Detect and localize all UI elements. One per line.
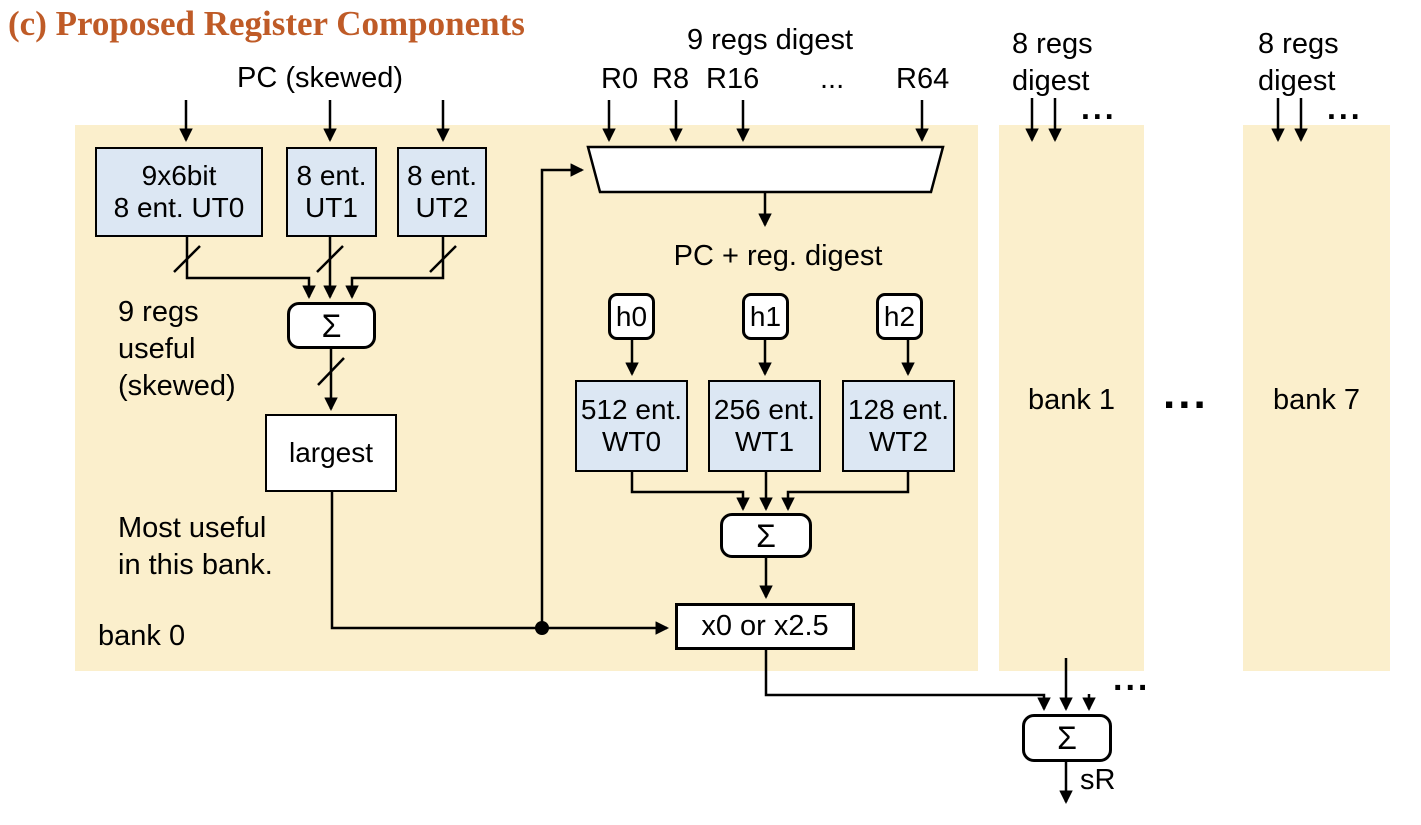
useful-line1: 9 regs: [118, 296, 199, 328]
most-useful-note: Most useful in this bank.: [118, 510, 273, 584]
eight-regs-digest-label-bank1: 8 regs digest: [1012, 26, 1093, 100]
pc-reg-digest-label: PC + reg. digest: [673, 240, 883, 272]
reg-label-r0: R0: [601, 63, 639, 95]
bus-slash-ut0: [173, 245, 201, 273]
pc-skewed-label: PC (skewed): [237, 62, 403, 94]
ut2-line2: UT2: [415, 192, 469, 223]
largest-label: largest: [288, 437, 374, 469]
hash0-box: h0: [608, 293, 655, 340]
wire-ut0-to-sum: [185, 237, 316, 300]
sigma-symbol: Σ: [321, 307, 342, 344]
eight-regs-digest-label-bank7: 8 regs digest: [1258, 26, 1339, 100]
bank1-region: [999, 125, 1144, 671]
mux-trapezoid: [586, 145, 945, 194]
reg-label-ellipsis: ...: [820, 63, 845, 95]
sr-output-label: sR: [1080, 764, 1116, 796]
nine-regs-digest-label: 9 regs digest: [686, 24, 854, 56]
ut2-line1: 8 ent.: [406, 160, 478, 192]
ellipsis-bank1-inputs: ...: [1081, 90, 1117, 126]
reg-label-r64: R64: [896, 63, 950, 95]
wt2-table-box: 128 ent.WT2: [842, 380, 955, 472]
ut2-table-box: 8 ent.UT2: [397, 147, 487, 237]
wire-wt0-to-sum: [630, 472, 750, 512]
eight-regs-line1: 8 regs: [1012, 28, 1093, 60]
wt1-line1: 256 ent.: [713, 394, 816, 426]
most-useful-line2: in this bank.: [118, 549, 273, 582]
largest-box: largest: [265, 414, 397, 492]
useful-line2: useful: [118, 333, 196, 366]
wt0-table-box: 512 ent.WT0: [575, 380, 688, 472]
wt0-line2: WT0: [601, 426, 662, 457]
ut1-line1: 8 ent.: [296, 160, 367, 192]
scale-label: x0 or x2.5: [701, 609, 829, 642]
bus-slash-ut1: [316, 245, 344, 273]
sum-box-weights: Σ: [720, 513, 812, 558]
useful-line3: (skewed): [118, 370, 236, 403]
ut0-line1: 9x6bit: [141, 160, 217, 192]
h2-label: h2: [883, 300, 916, 332]
bus-slash-sum: [317, 357, 345, 386]
wt1-table-box: 256 ent.WT1: [708, 380, 821, 472]
bank7-label: bank 7: [1272, 384, 1361, 416]
bank0-label: bank 0: [98, 620, 186, 652]
sum-box-usefulness: Σ: [287, 302, 376, 349]
sigma-symbol: Σ: [1057, 720, 1077, 756]
wire-wt2-to-sum: [781, 472, 910, 512]
wt2-line1: 128 ent.: [847, 394, 950, 426]
bank7-region: [1243, 125, 1390, 671]
ut1-line2: UT1: [305, 192, 358, 223]
bank1-label: bank 1: [1027, 384, 1116, 416]
wire-scale-to-final-sum: [764, 650, 1051, 712]
eight-regs-line1: 8 regs: [1258, 28, 1339, 60]
digest-line2: digest: [1012, 65, 1090, 98]
ellipsis-between-banks: ...: [1163, 369, 1209, 418]
bus-slash-ut2: [429, 245, 457, 273]
wt1-line2: WT1: [734, 426, 795, 457]
ellipsis-bank7-inputs: ...: [1327, 90, 1363, 126]
wt0-line1: 512 ent.: [580, 394, 683, 426]
sum-box-final: Σ: [1022, 714, 1112, 762]
nine-regs-useful-note: 9 regs useful (skewed): [118, 294, 236, 405]
wt2-line2: WT2: [868, 426, 929, 457]
ellipsis-bank-outputs: ...: [1113, 660, 1151, 698]
scale-box: x0 or x2.5: [675, 603, 855, 650]
reg-label-r16: R16: [706, 63, 760, 95]
wire-junction-dot: [535, 621, 549, 635]
most-useful-line1: Most useful: [118, 512, 267, 544]
wire-junction-to-mux: [540, 163, 585, 628]
sigma-symbol: Σ: [756, 517, 776, 554]
h1-label: h1: [749, 300, 782, 332]
ut0-line2: 8 ent. UT0: [113, 192, 245, 223]
hash1-box: h1: [742, 293, 789, 340]
digest-line2: digest: [1258, 65, 1336, 98]
wire-largest-to-scale: [330, 492, 670, 635]
hash2-box: h2: [876, 293, 923, 340]
wire-ut2-to-sum: [345, 237, 445, 300]
figure-title: (c) Proposed Register Components: [8, 4, 525, 43]
ut1-table-box: 8 ent.UT1: [286, 147, 377, 237]
reg-label-r8: R8: [652, 63, 690, 95]
h0-label: h0: [615, 300, 648, 332]
